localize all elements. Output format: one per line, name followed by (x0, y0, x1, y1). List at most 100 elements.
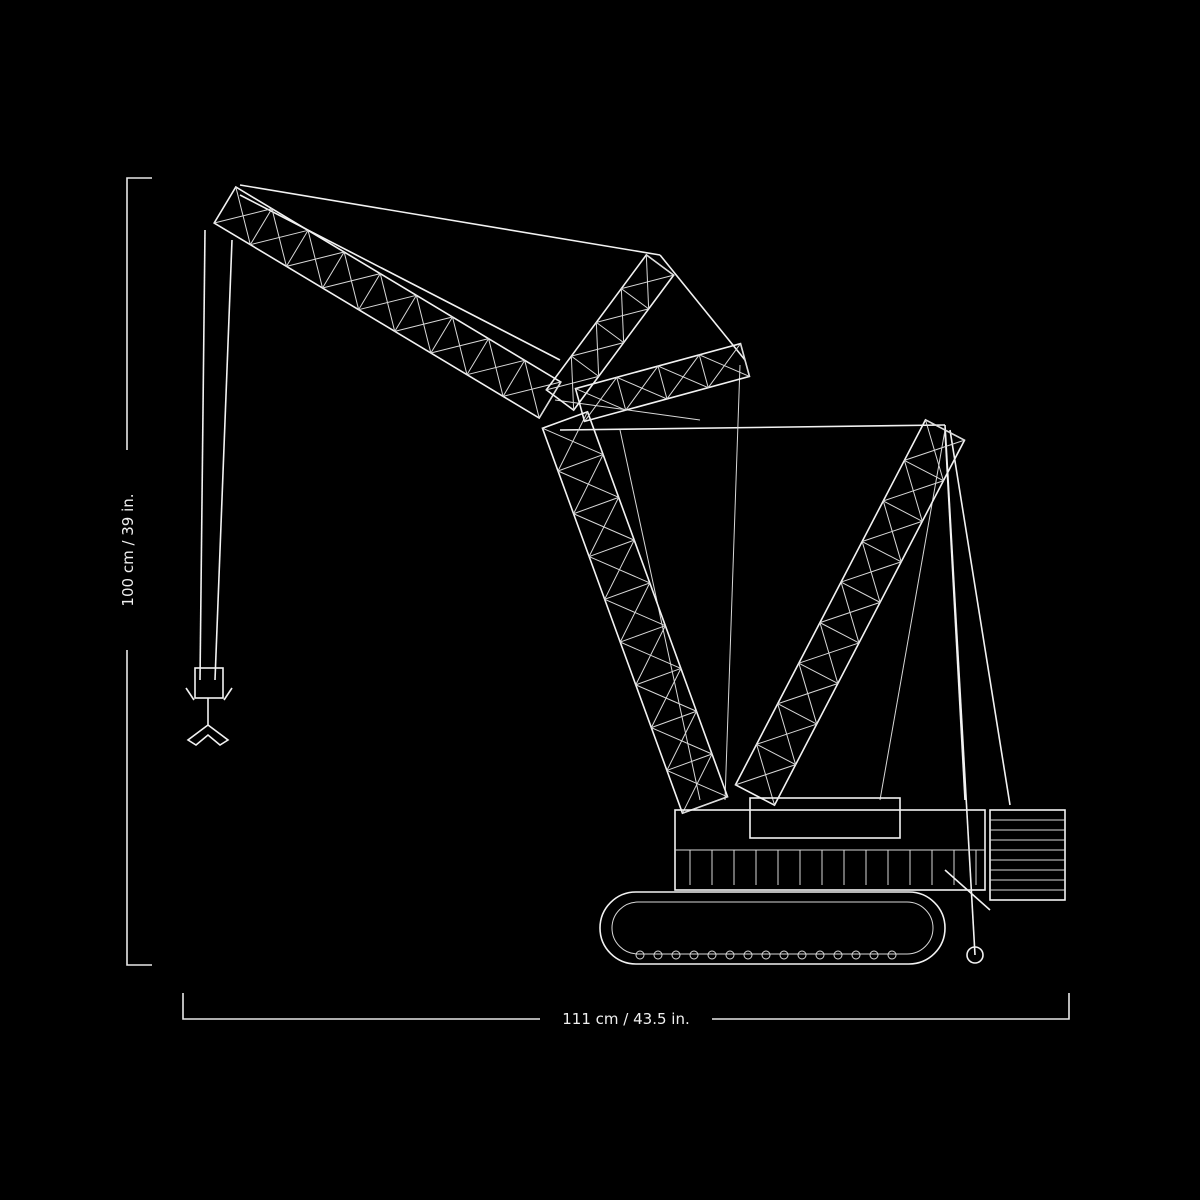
a-frame-front-strut (621, 288, 649, 310)
main-boom-brace (681, 753, 713, 814)
main-boom-strut (635, 667, 682, 686)
a-frame-front-brace (596, 308, 649, 323)
a-frame-rear-brace (616, 376, 668, 400)
cable (239, 184, 661, 256)
luffing-jib-strut (394, 295, 417, 332)
hook-icon (185, 687, 233, 746)
counterweight (989, 809, 1066, 901)
track-roller (671, 950, 681, 960)
luffing-jib-strut (430, 316, 453, 354)
luffing-jib-brace (415, 295, 432, 354)
width-label: 111 cm / 43.5 in. (562, 1010, 689, 1028)
main-boom-brace (666, 711, 697, 771)
derrick-mast-strut (798, 662, 839, 684)
main-boom-strut (604, 582, 650, 600)
main-boom-brace (557, 411, 589, 472)
main-boom-strut (557, 454, 604, 472)
cable (949, 429, 1011, 806)
main-boom-strut (620, 625, 666, 643)
main-boom-brace (588, 497, 620, 557)
luffing-jib-brace (271, 208, 287, 267)
derrick-mast-brace (861, 520, 923, 542)
crane-illustration (185, 184, 1066, 965)
cable (724, 364, 741, 801)
hook-block (194, 667, 224, 699)
main-boom-strut (666, 753, 713, 771)
a-frame-rear-strut (657, 365, 668, 400)
a-frame-rear-strut (616, 377, 627, 411)
track-roller (707, 950, 717, 960)
luffing-jib-strut (285, 230, 309, 267)
luffing-jib-brace (307, 230, 324, 289)
main-boom-brace (650, 668, 682, 728)
track-roller (761, 950, 771, 960)
luffing-jib-strut (466, 338, 490, 375)
luffing-jib-brace (343, 251, 360, 310)
pad-foot (966, 946, 984, 964)
derrick-mast-strut (819, 622, 860, 644)
main-boom-strut (573, 496, 619, 515)
derrick-mast-strut (840, 581, 881, 603)
hoist-cable (214, 239, 233, 681)
derrick-mast-strut (883, 500, 923, 522)
derrick-mast-strut (904, 459, 944, 482)
derrick-mast-brace (904, 439, 965, 461)
a-frame-rear-brace (575, 388, 626, 411)
width-dimension: 111 cm / 43.5 in. (182, 993, 1070, 1028)
track-roller (833, 950, 843, 960)
track-roller (635, 950, 645, 960)
derrick-mast-brace (819, 601, 881, 624)
a-frame-rear-brace (657, 365, 709, 389)
luffing-jib-strut (249, 208, 273, 245)
a-frame-front-strut (596, 321, 624, 344)
luffing-jib-brace (379, 273, 396, 332)
height-label: 100 cm / 39 in. (119, 493, 137, 606)
track-roller (725, 950, 735, 960)
track-roller (689, 950, 699, 960)
luffing-jib-brace (451, 316, 468, 375)
track-roller (869, 950, 879, 960)
luffing-jib-brace (488, 338, 504, 397)
derrick-mast-brace (777, 683, 839, 705)
cable (944, 429, 966, 801)
cable (619, 429, 701, 801)
derrick-mast-brace (883, 480, 944, 502)
counterweight-arm (944, 869, 991, 911)
derrick-mast-strut (925, 419, 965, 441)
crawler-track (599, 891, 946, 965)
derrick-mast-brace (735, 764, 796, 786)
derrick-mast-strut (777, 703, 817, 725)
crawler-track-inner (611, 901, 934, 955)
a-frame-rear-strut (698, 354, 709, 388)
main-boom-strut (588, 539, 635, 558)
cable (879, 429, 946, 801)
hoist-cable (199, 229, 206, 681)
track-roller (851, 950, 861, 960)
track-roller (779, 950, 789, 960)
main-boom-brace (604, 539, 635, 600)
luffing-jib-brace (235, 186, 251, 245)
a-frame-front-strut (571, 355, 599, 377)
main-boom-brace (573, 454, 604, 514)
cable (239, 194, 561, 361)
a-frame-front-brace (621, 274, 674, 290)
track-roller (887, 950, 897, 960)
luffing-jib-strut (502, 360, 526, 397)
a-frame-front-brace (571, 342, 624, 357)
luffing-jib-brace (524, 360, 540, 419)
main-boom-brace (619, 582, 651, 643)
a-frame-front-strut (646, 254, 674, 276)
derrick-mast-brace (840, 561, 902, 583)
height-dimension: 100 cm / 39 in. (119, 177, 152, 966)
track-roller (797, 950, 807, 960)
derrick-mast-brace (756, 723, 817, 745)
track-roller (743, 950, 753, 960)
a-frame-rear-strut (740, 343, 750, 377)
a-frame-rear-brace (699, 354, 750, 377)
track-roller (815, 950, 825, 960)
luffing-jib-strut (322, 251, 345, 289)
engine-housing (749, 797, 901, 839)
derrick-mast-strut (861, 541, 902, 563)
track-roller (653, 950, 663, 960)
